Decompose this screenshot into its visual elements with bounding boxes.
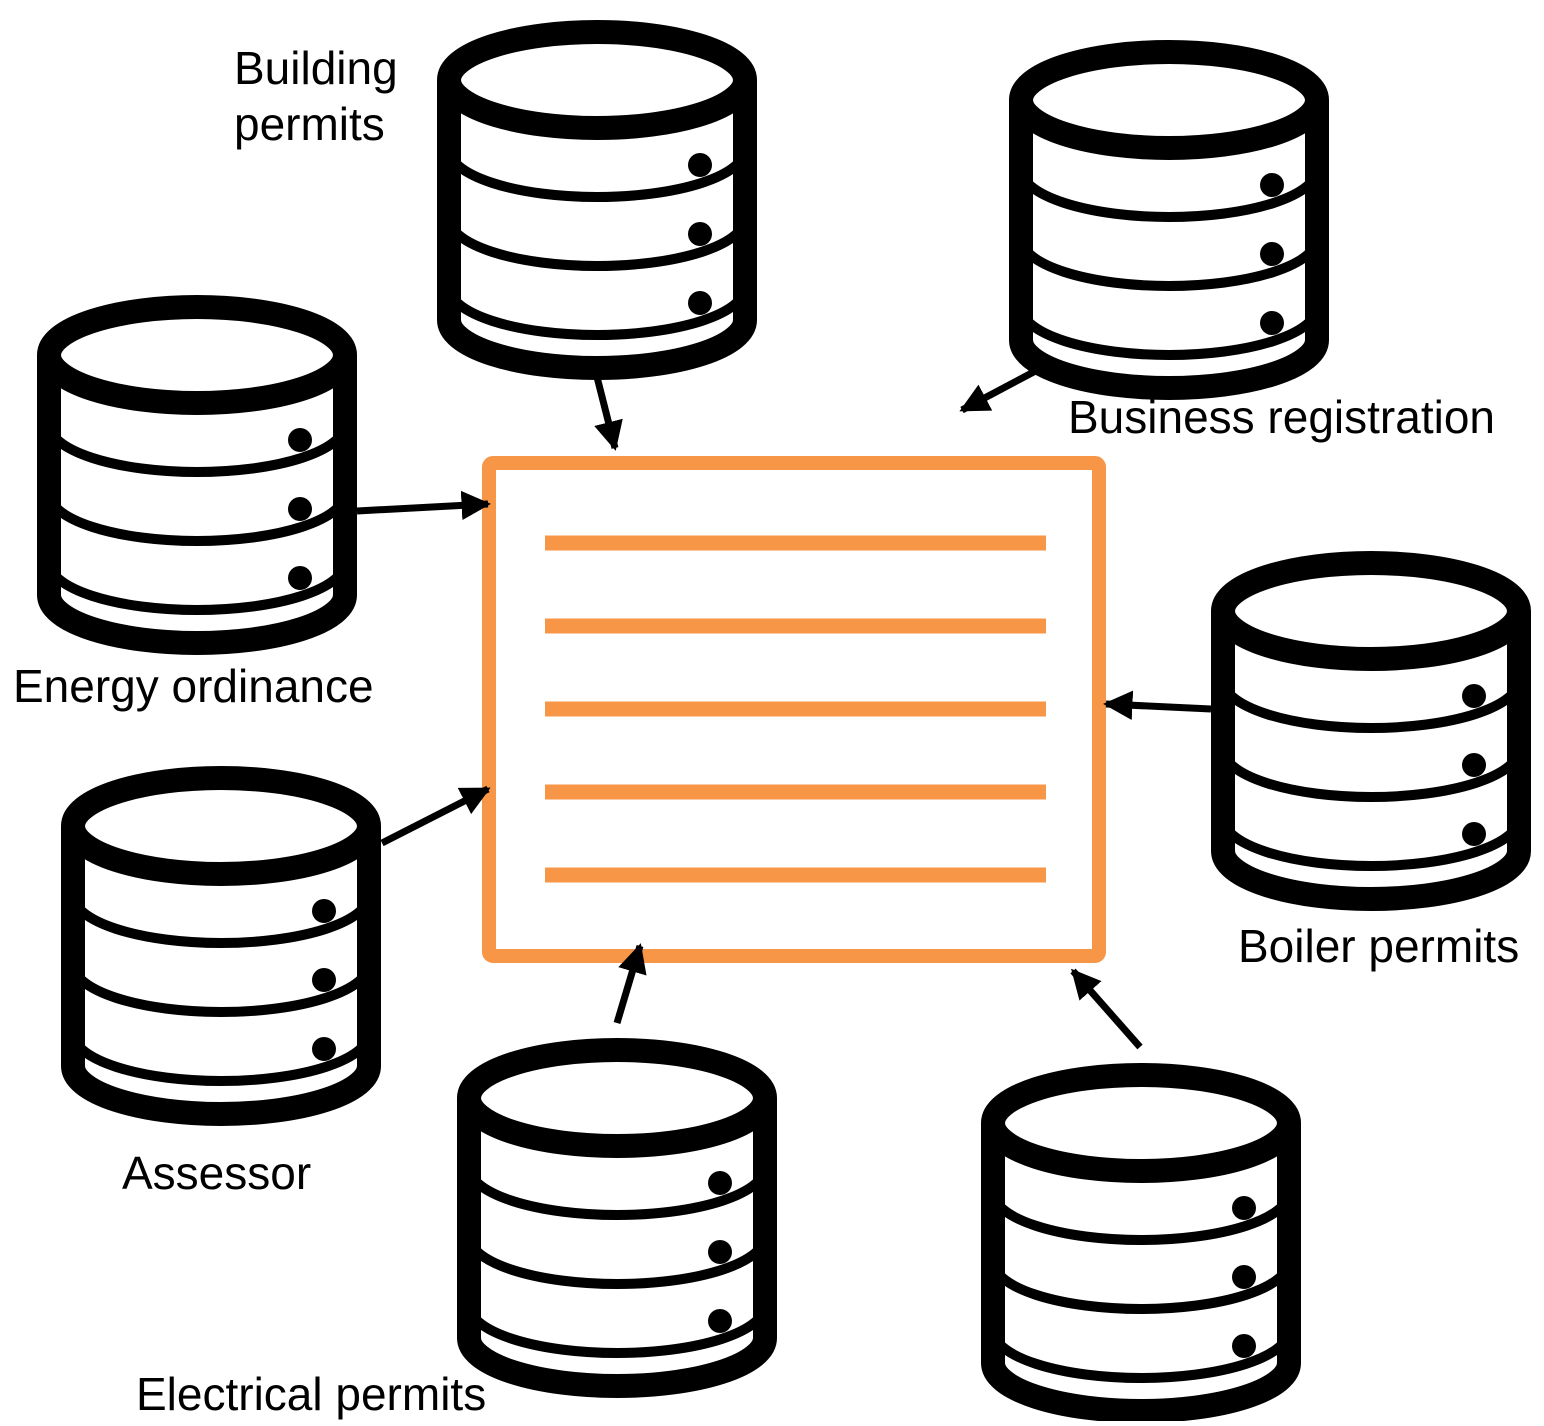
- label-electrical-permits: Electrical permits: [136, 1368, 486, 1420]
- label-building-permits-line1: Building: [234, 42, 398, 94]
- database-icon-unlabeled-source: [993, 1075, 1289, 1411]
- database-icon-business-registration: [1021, 52, 1317, 388]
- connector-arrows: [356, 363, 1212, 1050]
- label-boiler-permits: Boiler permits: [1238, 920, 1519, 972]
- arrow-electrical-permits: [613, 943, 647, 1025]
- database-icon-energy-ordinance: [49, 307, 345, 643]
- label-business-registration: Business registration: [1068, 391, 1495, 443]
- central-document: [482, 456, 1106, 963]
- label-building-permits-line2: permits: [234, 98, 385, 150]
- arrow-unlabeled-source: [1070, 968, 1143, 1050]
- arrow-assessor: [380, 785, 491, 847]
- label-assessor: Assessor: [122, 1147, 311, 1199]
- arrow-building-permits: [592, 372, 623, 451]
- arrow-business-registration: [959, 363, 1045, 414]
- database-icon-building-permits: [449, 32, 745, 368]
- database-icon-assessor: [73, 778, 369, 1114]
- arrow-boiler-permits: [1103, 690, 1212, 720]
- database-icon-boiler-permits: [1223, 563, 1519, 899]
- document-list-icon: [545, 535, 1046, 883]
- database-icon-electrical-permits: [469, 1050, 765, 1386]
- label-energy-ordinance: Energy ordinance: [13, 660, 374, 712]
- arrow-energy-ordinance: [356, 490, 491, 521]
- source-labels: Building permits Business registration E…: [13, 42, 1519, 1420]
